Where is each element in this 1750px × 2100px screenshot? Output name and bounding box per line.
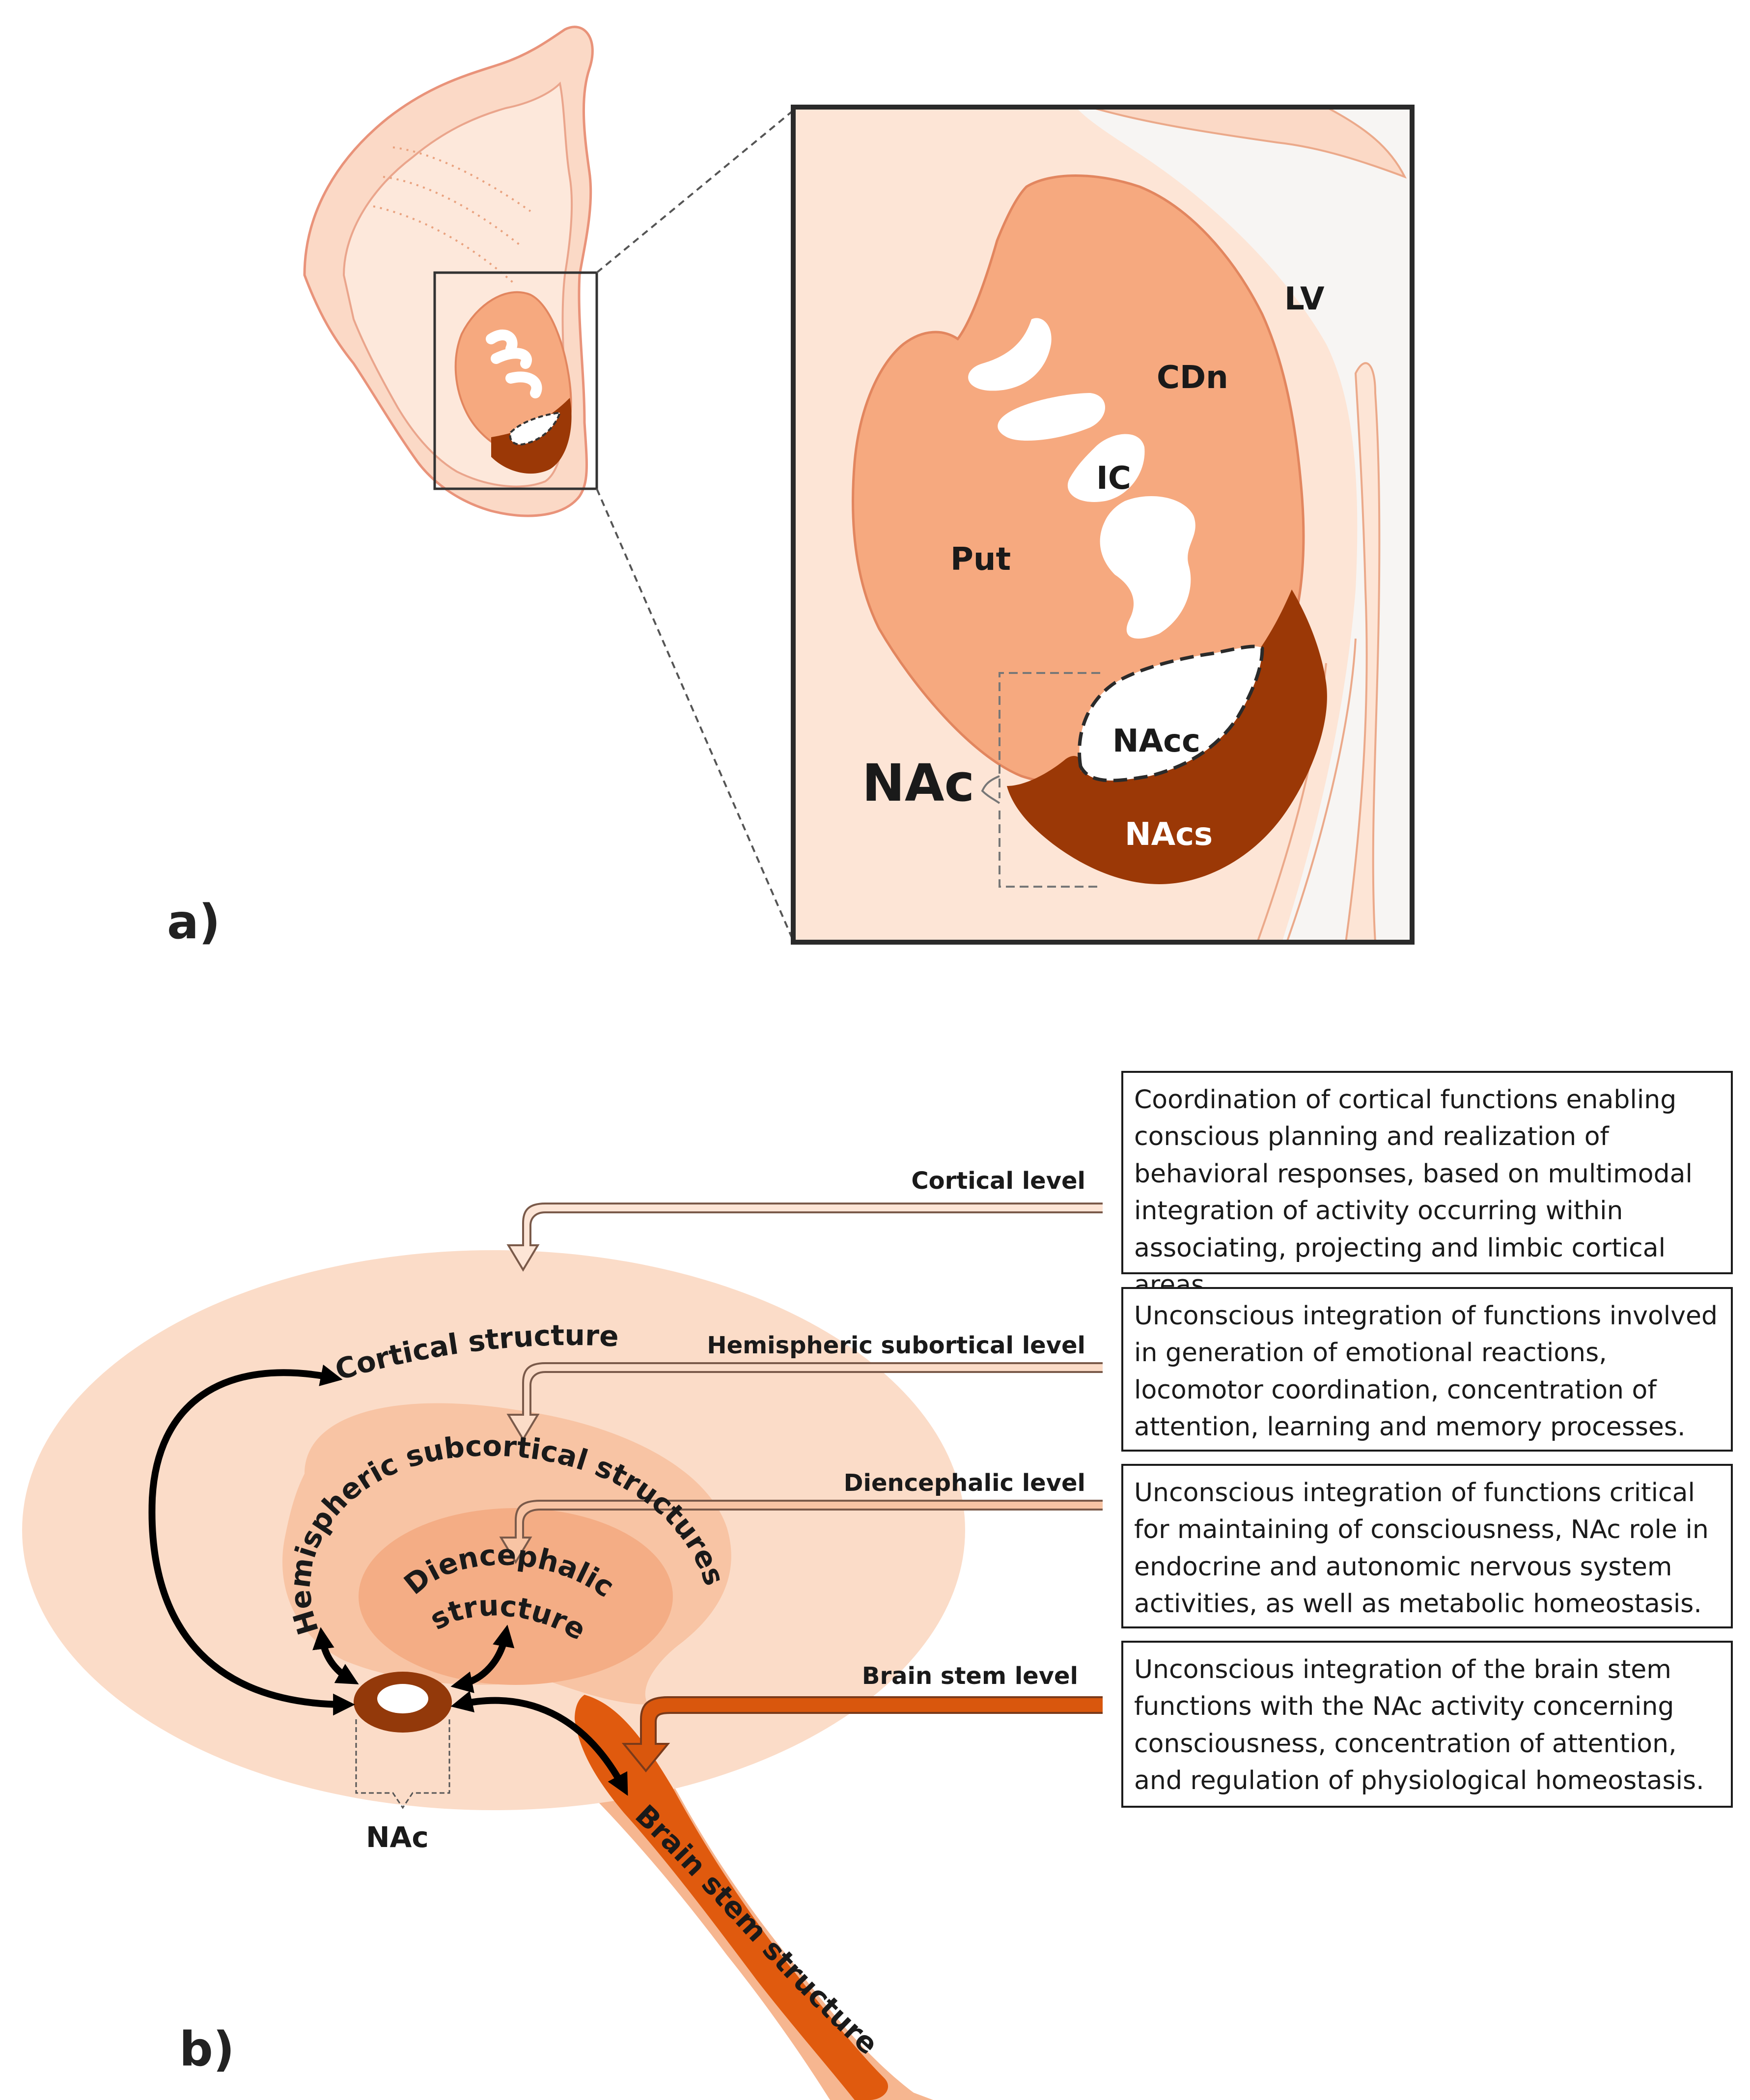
arrow-nac-hemispheric <box>312 1627 359 1684</box>
label-cdn: CDn <box>1157 360 1228 396</box>
label-nac: NAc <box>862 753 974 813</box>
nacc-region <box>1078 644 1264 783</box>
pointer-cortical <box>506 1203 1103 1272</box>
label-ic: IC <box>1096 460 1131 497</box>
nac-node <box>354 1672 452 1733</box>
nac-core <box>377 1684 428 1713</box>
internal-capsule <box>968 318 1195 639</box>
upper-structure <box>1090 106 1407 179</box>
arrow-nac-cortical <box>148 1364 355 1716</box>
description-hemispheric-level: Unconscious integration of functions inv… <box>1121 1287 1733 1452</box>
label-put: Put <box>950 541 1011 578</box>
ic-thumbnail <box>486 329 542 398</box>
pointer-brainstem <box>621 1696 1103 1773</box>
nac-label: NAc <box>366 1820 429 1854</box>
inset-frame <box>791 105 1415 945</box>
nac-dashed-bracket <box>999 672 1100 888</box>
zoom-region-box <box>433 271 598 490</box>
label-brainstem-level: Brain stem level <box>862 1662 1078 1690</box>
septum-band <box>1344 362 1381 943</box>
label-hemispheric-level: Hemispheric subortical level <box>707 1332 1085 1359</box>
connection-arrows <box>148 1364 628 1796</box>
panel-b-label: b) <box>179 2022 235 2077</box>
panel-a-label: a) <box>167 895 221 950</box>
coronal-section-thumbnail <box>303 26 794 941</box>
zoom-line-bottom <box>596 488 794 941</box>
arrow-nac-brainstem <box>450 1691 628 1796</box>
description-brainstem-level: Unconscious integration of the brain ste… <box>1121 1641 1733 1808</box>
dotted-fibers <box>373 146 531 286</box>
lateral-ventricle <box>1076 107 1412 942</box>
label-diencephalic-level: Diencephalic level <box>844 1469 1085 1497</box>
arrow-nac-diencephalic <box>450 1624 515 1693</box>
panel-a: LV CDn IC Put NAcc NAcs NAc a) <box>167 26 1415 950</box>
brainstem-inner <box>575 1695 889 2100</box>
nacs-region <box>1007 589 1327 884</box>
level-pointers <box>499 1203 1103 1773</box>
pointer-hemispheric <box>506 1362 1103 1441</box>
zoom-inset: LV CDn IC Put NAcc NAcs NAc <box>791 105 1415 945</box>
nac-curly-bracket <box>981 775 1000 804</box>
diencephalic-region <box>359 1508 673 1685</box>
label-nacc: NAcc <box>1112 723 1200 759</box>
pointer-diencephalic <box>499 1500 1103 1564</box>
description-diencephalic-level: Unconscious integration of functions cri… <box>1121 1464 1733 1628</box>
zoom-line-top <box>596 110 794 274</box>
label-lv: LV <box>1284 281 1325 317</box>
label-cortical-level: Cortical level <box>911 1167 1085 1195</box>
nac-bracket <box>355 1719 450 1809</box>
nacc-thumbnail <box>509 411 561 446</box>
description-cortical-level: Coordination of cortical functions enabl… <box>1121 1071 1733 1300</box>
label-nacs: NAcs <box>1125 816 1213 853</box>
